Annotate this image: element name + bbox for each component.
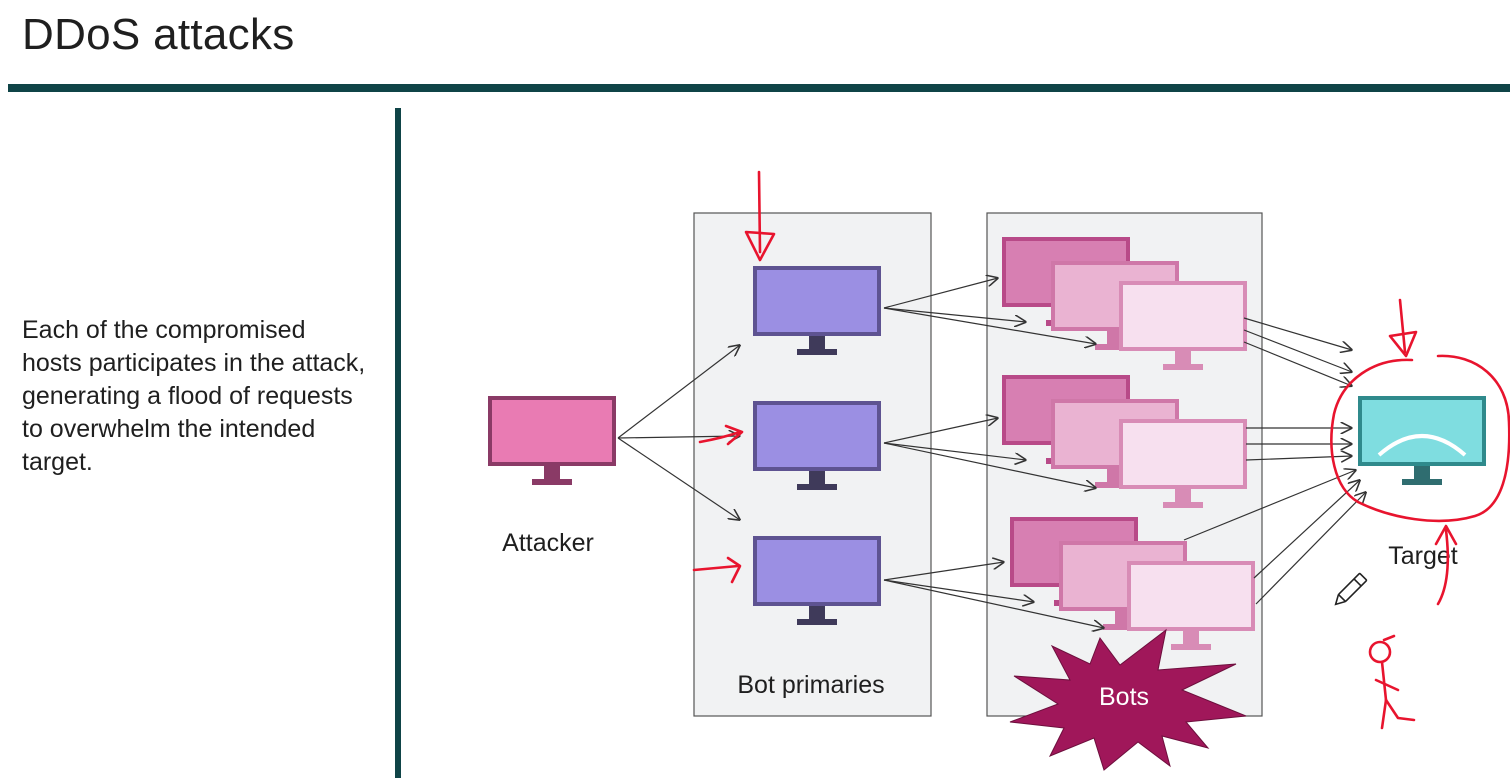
title-divider [8, 84, 1510, 92]
attacker-monitor-icon [488, 396, 616, 485]
bot-primaries-label: Bot primaries [737, 671, 884, 699]
pencil-icon [1334, 572, 1368, 606]
bots-burst-shape [1009, 628, 1247, 771]
slide-title: DDoS attacks [22, 10, 295, 59]
attack-arrows [617, 278, 1366, 628]
bots-label: Bots [1099, 683, 1149, 711]
target-monitor-icon [1357, 395, 1487, 487]
attacker-label: Attacker [502, 529, 594, 557]
body-text: Each of the compromised hosts participat… [22, 316, 366, 476]
vertical-divider [395, 108, 401, 778]
handwritten-annotations [692, 170, 1510, 730]
